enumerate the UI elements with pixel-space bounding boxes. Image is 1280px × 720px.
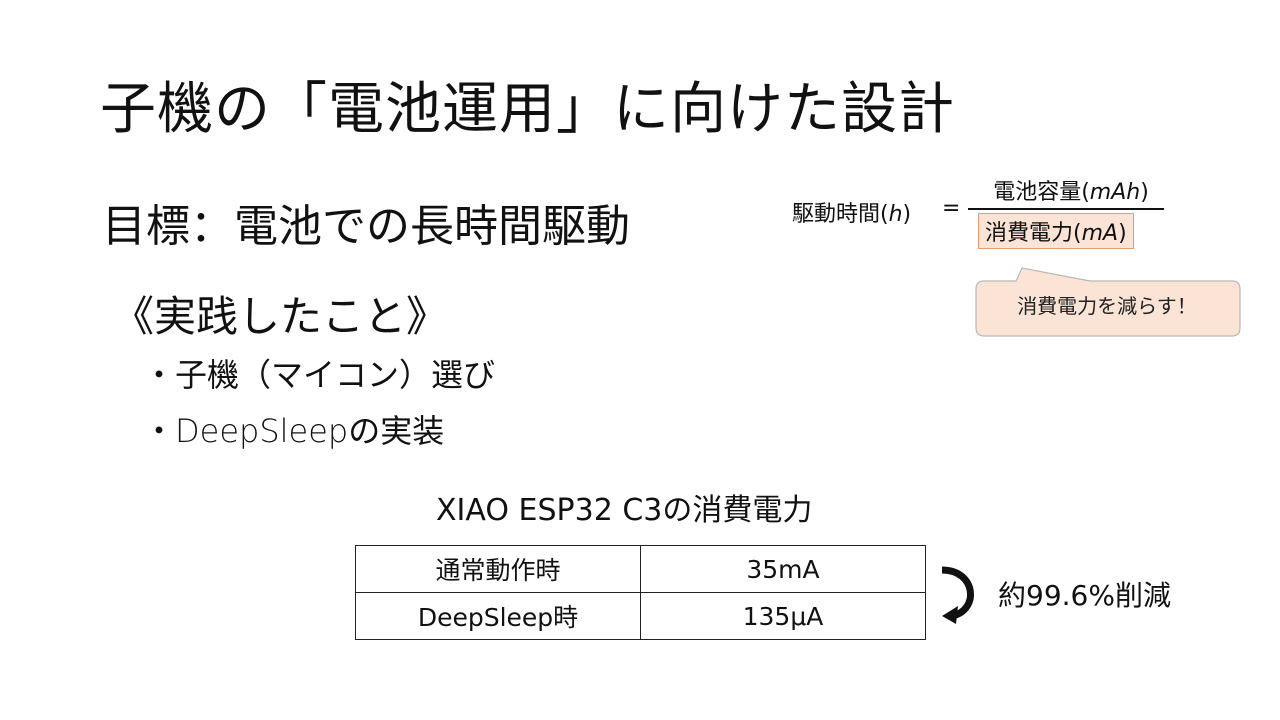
power-consumption-table: 通常動作時 35mA DeepSleep時 135μA [355,545,926,640]
fraction-bar [968,208,1164,210]
bullet-deepsleep-implementation: ・DeepSleepの実装 [143,412,445,450]
table-cell-current: 135μA [640,592,926,640]
table-cell-current: 35mA [640,545,926,593]
formula-lhs: 駆動時間(h) [792,202,912,227]
table-row: DeepSleep時 135μA [355,592,926,640]
power-table-title: XIAO ESP32 C3の消費電力 [436,493,813,528]
formula-numerator: 電池容量(mAh) [993,180,1149,205]
table-cell-mode: 通常動作時 [355,545,641,593]
drive-time-formula: 駆動時間(h) = 電池容量(mAh) 消費電力(mA) [792,174,1172,254]
callout-bubble-shape [975,267,1241,337]
formula-equals: = [942,196,961,221]
curved-arrow-icon [936,562,984,632]
practice-heading: 《実践したこと》 [112,292,449,341]
table-cell-mode: DeepSleep時 [355,592,641,640]
callout-reduce-power: 消費電力を減らす！ [972,266,1244,338]
callout-text: 消費電力を減らす！ [1017,294,1197,318]
formula-denominator: 消費電力(mA) [978,213,1134,249]
table-row: 通常動作時 35mA [355,545,926,593]
goal-text: 目標：電池での長時間駆動 [102,201,630,252]
slide-title: 子機の「電池運用」に向けた設計 [100,77,955,142]
reduction-text: 約99.6%削減 [998,579,1171,612]
bullet-microcontroller-choice: ・子機（マイコン）選び [143,356,496,394]
